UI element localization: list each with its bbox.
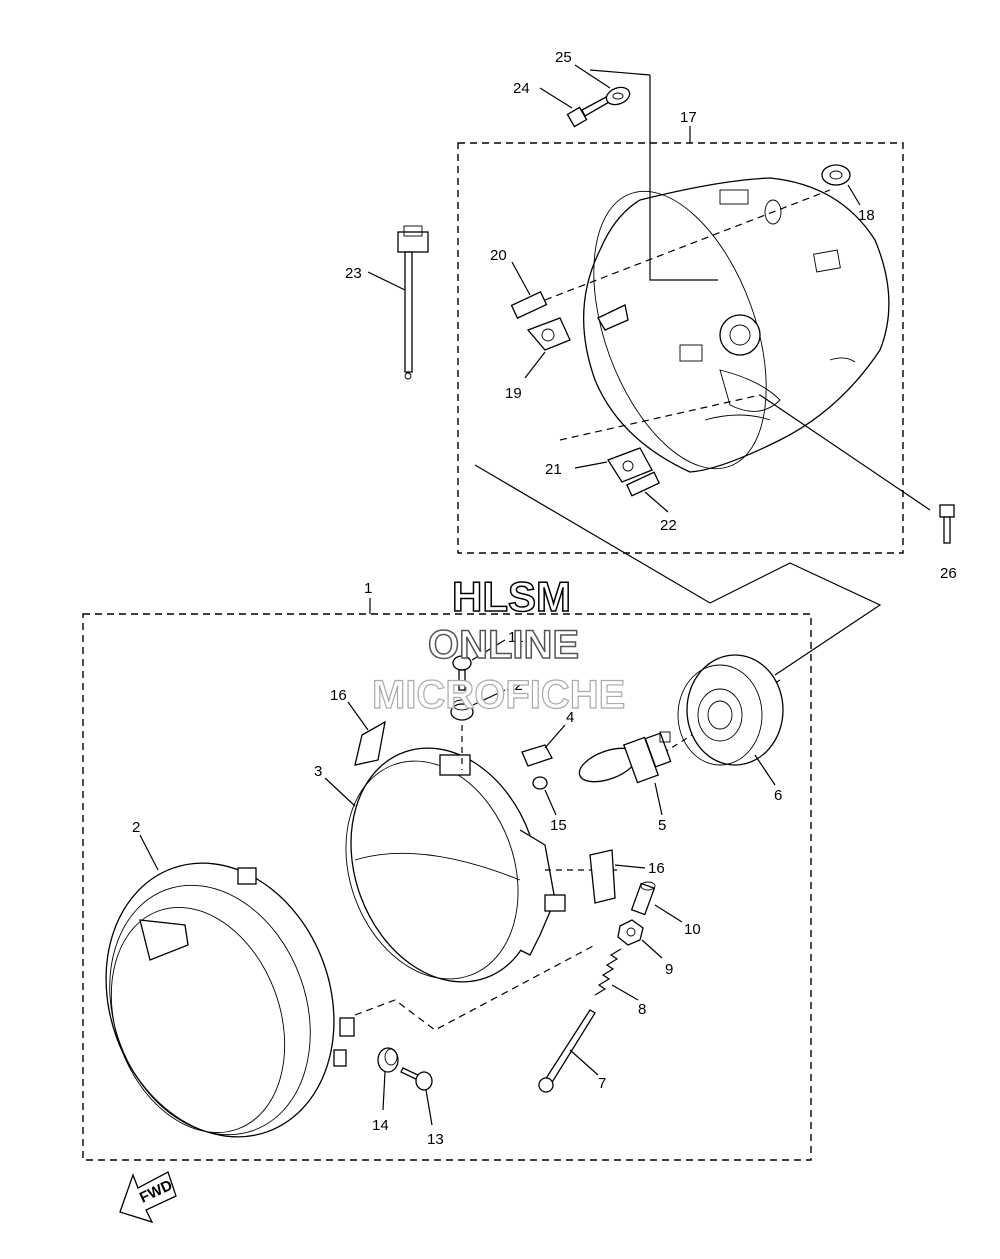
callout-16-upper: 16	[330, 687, 347, 704]
svg-text:HLSM: HLSM	[452, 573, 571, 620]
callout-4: 4	[566, 709, 574, 726]
headlight-rim-2	[105, 862, 355, 1138]
clamp-21	[607, 447, 653, 483]
callout-22: 22	[660, 517, 677, 534]
washer-25	[605, 86, 631, 106]
svg-text:ONLINE: ONLINE	[428, 623, 579, 667]
callout-20: 20	[490, 247, 507, 264]
screw-13	[400, 1067, 433, 1091]
callout-5: 5	[658, 817, 666, 834]
callout-16-right: 16	[648, 860, 665, 877]
callout-26: 26	[940, 565, 957, 582]
callout-7: 7	[598, 1075, 606, 1092]
callout-18: 18	[858, 207, 875, 224]
collar-10	[630, 881, 656, 916]
screw-26	[939, 504, 955, 544]
tape-16-upper	[354, 720, 386, 766]
headlight-lens-3	[345, 747, 566, 983]
headlight-housing	[583, 177, 890, 473]
grommet-18	[821, 164, 851, 186]
callout-2: 2	[132, 819, 140, 836]
callout-8: 8	[638, 1001, 646, 1018]
callout-17: 17	[680, 109, 697, 126]
clamp-19	[526, 317, 571, 351]
callout-10: 10	[684, 921, 701, 938]
callout-3: 3	[314, 763, 322, 780]
nut-15	[532, 776, 548, 790]
callout-13: 13	[427, 1131, 444, 1148]
callout-25: 25	[555, 49, 572, 66]
screw-11	[452, 655, 472, 691]
gasket-22	[626, 471, 660, 497]
callout-12: 12	[506, 677, 523, 694]
cable-tie-23	[397, 225, 429, 380]
headlight-group-box	[82, 613, 812, 1161]
adjust-screw-7	[538, 1009, 596, 1093]
callout-6: 6	[774, 787, 782, 804]
bolt-24	[566, 95, 612, 128]
callout-19: 19	[505, 385, 522, 402]
callout-9: 9	[665, 961, 673, 978]
nut-4	[521, 744, 553, 767]
callout-15: 15	[550, 817, 567, 834]
housing-group-box	[457, 142, 904, 554]
callout-11: 11	[508, 629, 524, 646]
callout-14: 14	[372, 1117, 389, 1134]
callout-23: 23	[345, 265, 362, 282]
socket-cover-6	[677, 654, 784, 766]
grommet-12	[450, 699, 474, 721]
grommet-14	[377, 1047, 399, 1073]
watermark: HLSM ONLINE MICROFICHE	[371, 572, 626, 717]
svg-text:MICROFICHE: MICROFICHE	[372, 673, 625, 717]
callout-24: 24	[513, 80, 530, 97]
spring-8	[594, 948, 622, 996]
nut-9	[617, 919, 644, 946]
fwd-arrow-icon: FWD	[119, 1171, 177, 1224]
gasket-20	[510, 291, 548, 319]
bulb-5	[578, 731, 672, 784]
callout-21: 21	[545, 461, 562, 478]
callout-1: 1	[364, 580, 372, 597]
tape-16-right	[589, 849, 616, 904]
